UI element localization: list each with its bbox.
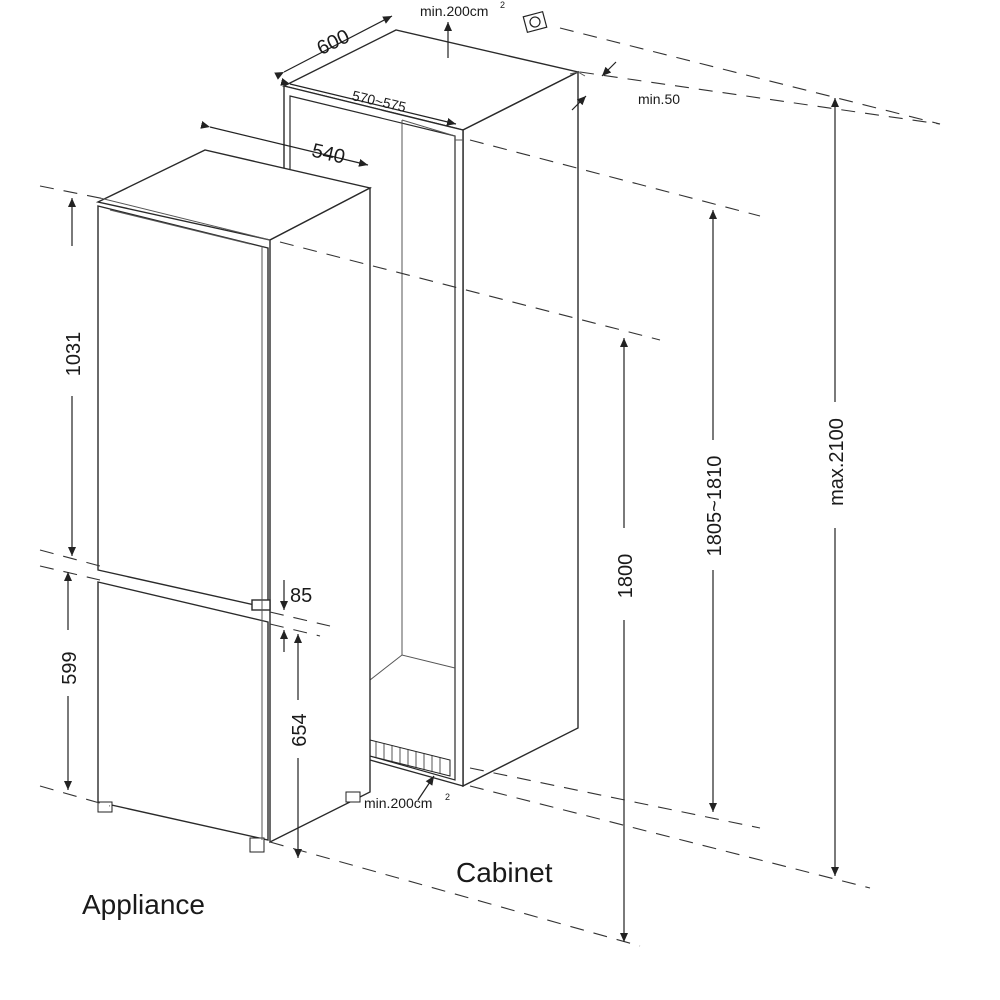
appliance-mid-hinge [251, 599, 271, 611]
rear-gap-detail [569, 71, 586, 77]
dim-vent-top: min.200cm [420, 3, 488, 19]
dim-gap: 85 [290, 585, 312, 607]
cabinet-caption: Cabinet [456, 857, 553, 888]
appliance-top-trim [99, 197, 271, 241]
appliance-hinge-line [109, 209, 251, 245]
dimension-lines [64, 15, 839, 942]
bottom-vent-grille [369, 739, 451, 777]
appliance-foot-left [97, 801, 113, 813]
dim-appliance-height: 1800 [615, 554, 637, 599]
appliance-foot-rear [345, 791, 361, 803]
dim-niche-height: 1805~1810 [704, 456, 726, 557]
appliance [95, 149, 373, 853]
dim-rear-gap: min.50 [638, 91, 680, 107]
vent-bottom-superscript: 2 [445, 792, 450, 802]
dim-vent-bottom: min.200cm [364, 795, 432, 811]
dim-lower-door: 599 [59, 651, 81, 684]
dim-max-height: max.2100 [826, 418, 848, 506]
ventilation-symbol-icon [522, 10, 548, 34]
dim-lower-height: 654 [289, 713, 311, 746]
dim-upper-door: 1031 [63, 332, 85, 377]
appliance-caption: Appliance [82, 889, 205, 920]
appliance-upper-door [97, 205, 269, 609]
cabinet-side-face [462, 70, 579, 788]
appliance-foot-right [249, 837, 265, 853]
vent-top-superscript: 2 [500, 0, 505, 10]
appliance-lower-door [97, 581, 269, 841]
extension-lines [39, 27, 941, 947]
appliance-side-face [269, 186, 371, 844]
cabinet-inner-floor [369, 654, 456, 681]
